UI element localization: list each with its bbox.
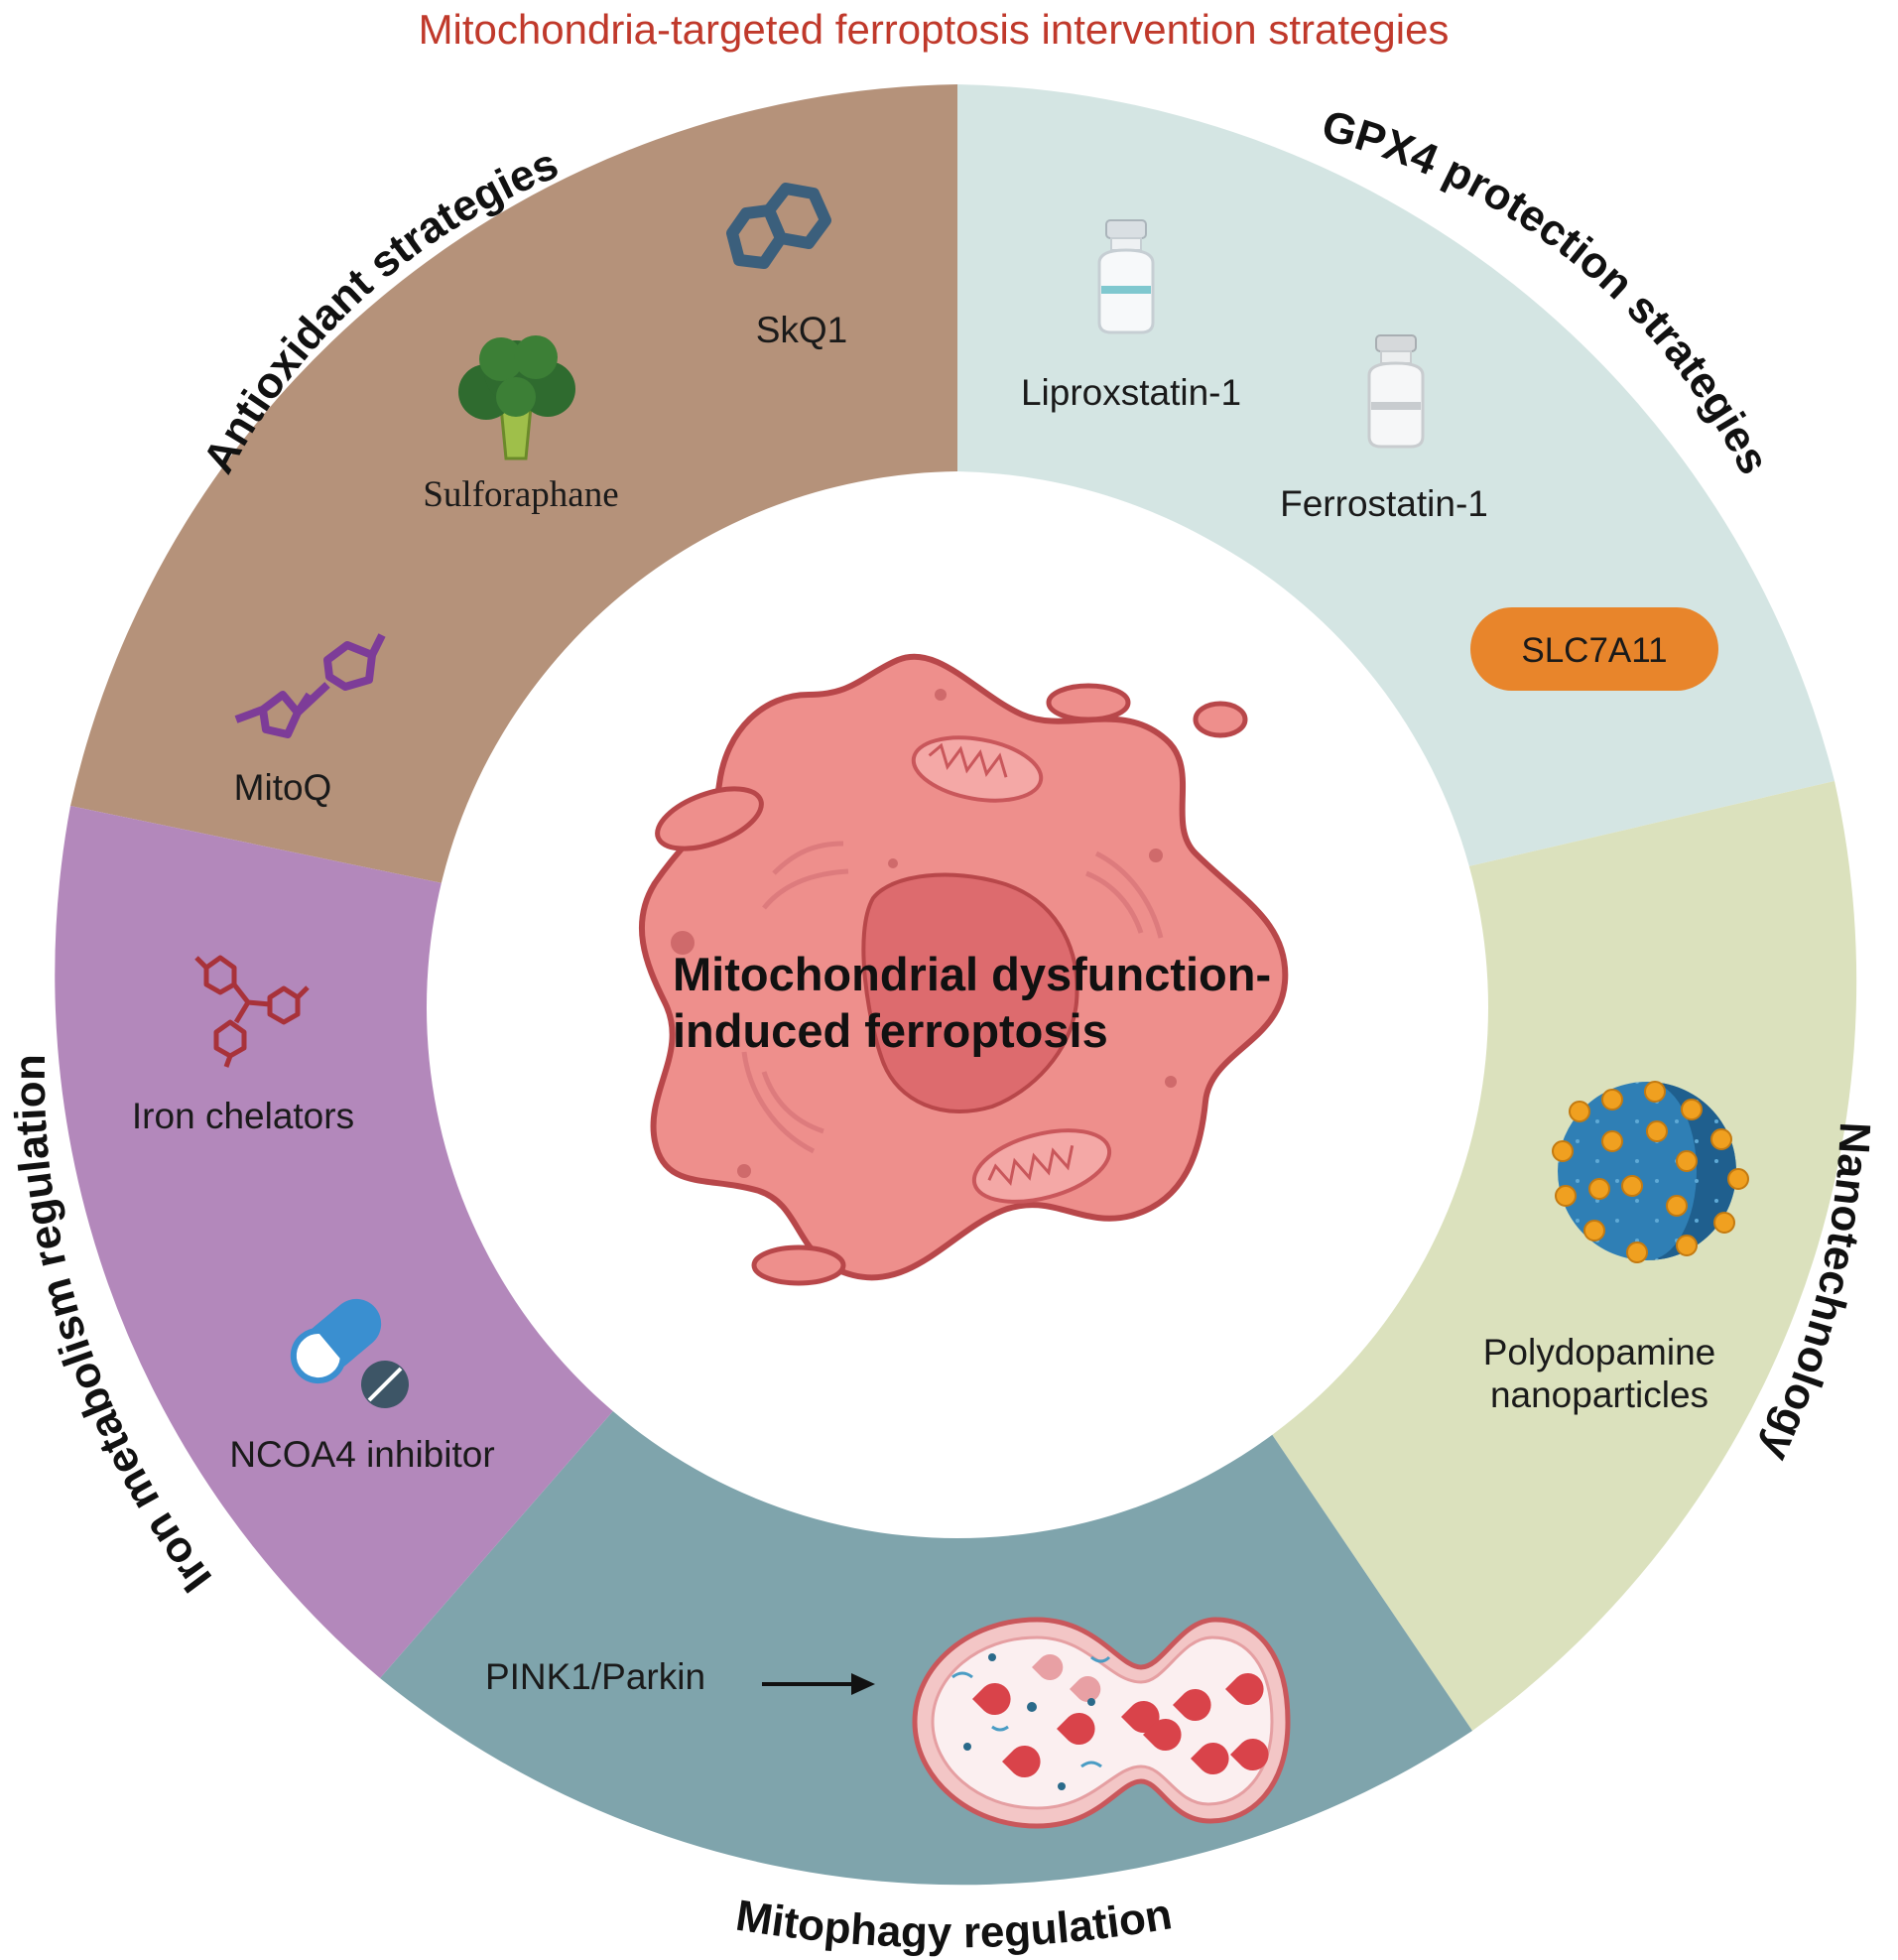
segment-iron-metabolism xyxy=(55,806,625,1678)
vesicle-4 xyxy=(751,1244,846,1286)
iron-chelator-molecule-icon xyxy=(194,955,310,1068)
mitoq-molecule-icon xyxy=(234,633,386,738)
iron-chelators-label: Iron chelators xyxy=(132,1096,354,1136)
mitochondrion-bottom-icon xyxy=(971,1128,1112,1204)
center-label-line2: induced ferroptosis xyxy=(673,1004,1108,1057)
capsule-pill-icon xyxy=(290,1298,409,1408)
polydopamine-label-line2: nanoparticles xyxy=(1490,1374,1708,1415)
pink1-parkin-label: PINK1/Parkin xyxy=(485,1656,705,1697)
polydopamine-label-line1: Polydopamine xyxy=(1483,1332,1715,1372)
skq1-label: SkQ1 xyxy=(756,310,848,350)
vesicle-1 xyxy=(655,786,764,851)
slc7a11-badge: SLC7A11 xyxy=(1470,607,1718,691)
mitoq-label: MitoQ xyxy=(234,767,332,808)
liproxstatin-label: Liproxstatin-1 xyxy=(1021,372,1241,413)
liproxstatin-vial-icon xyxy=(1097,219,1155,334)
ferrostatin-vial-icon xyxy=(1367,334,1425,449)
sulforaphane-label: Sulforaphane xyxy=(423,474,618,515)
cell-illustration xyxy=(639,653,1289,1286)
ncoa4-label: NCOA4 inhibitor xyxy=(229,1434,494,1475)
diagram-title: Mitochondria-targeted ferroptosis interv… xyxy=(419,6,1450,53)
arrow-icon xyxy=(762,1673,875,1695)
center-label-line1: Mitochondrial dysfunction- xyxy=(673,948,1271,1000)
segment-antioxidant xyxy=(70,84,957,883)
nanoparticle-icon xyxy=(1552,1081,1749,1263)
slc7a11-label: SLC7A11 xyxy=(1521,631,1667,670)
skq1-molecule-icon xyxy=(726,183,831,269)
mitochondrion-top-icon xyxy=(911,735,1044,803)
autophagosome-icon xyxy=(912,1617,1291,1829)
segment-title-mitophagy: Mitophagy regulation xyxy=(732,1890,1175,1957)
vesicle-3 xyxy=(1193,701,1248,738)
ferrostatin-label: Ferrostatin-1 xyxy=(1280,483,1488,524)
vesicle-2 xyxy=(1046,683,1131,722)
broccoli-icon xyxy=(458,335,575,460)
segment-nanotechnology xyxy=(1265,781,1857,1731)
